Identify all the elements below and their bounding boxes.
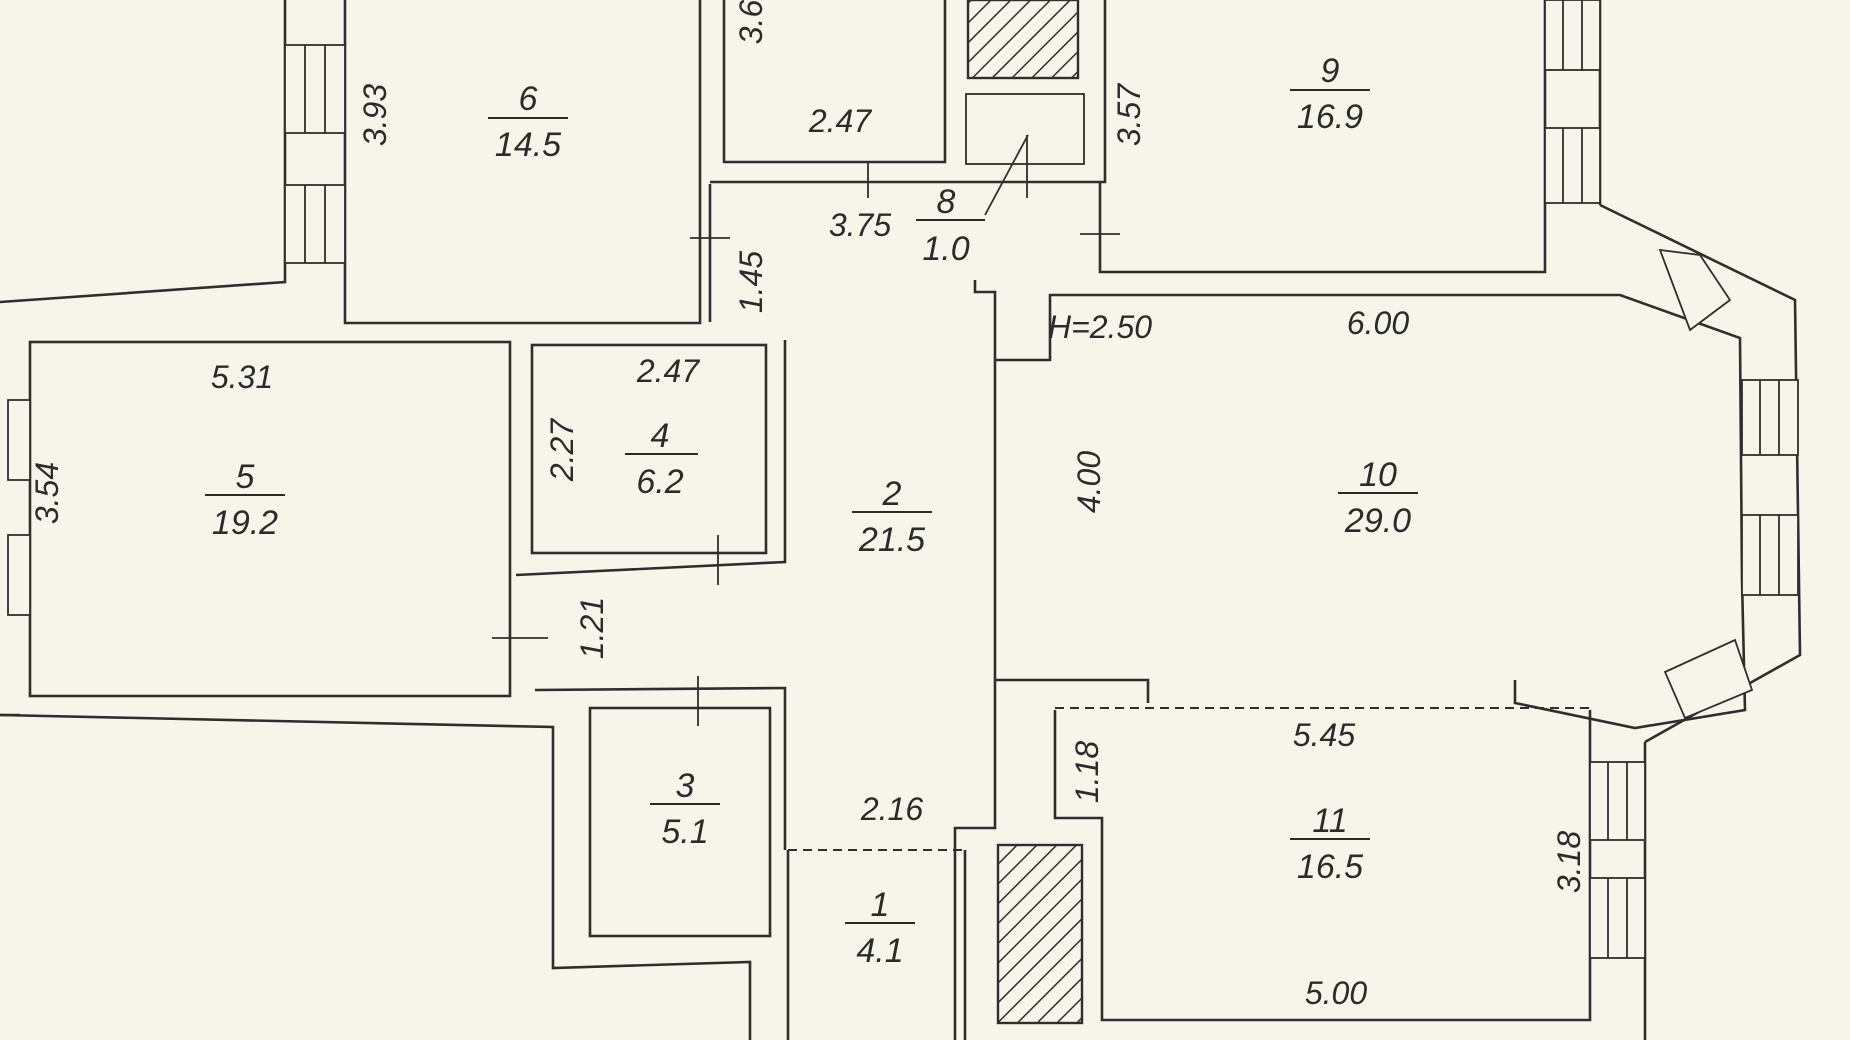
window-room-10-c bbox=[1741, 514, 1799, 596]
room-number: 9 bbox=[1321, 52, 1340, 90]
outer-wall-top-left bbox=[0, 0, 287, 304]
room-label-6: 6 14.5 bbox=[488, 80, 568, 164]
room-area: 6.2 bbox=[636, 463, 683, 501]
window-room-9-b bbox=[1544, 127, 1601, 204]
room-area: 19.2 bbox=[212, 504, 278, 542]
door-marks bbox=[492, 134, 1120, 726]
room-7-outline bbox=[722, 0, 947, 164]
dimension-label: 3.6 bbox=[733, 0, 769, 44]
window-room-10-d bbox=[1663, 638, 1754, 720]
room-number: 8 bbox=[937, 183, 956, 221]
dimension-label: 2.47 bbox=[808, 103, 872, 139]
dimension-label: 3.93 bbox=[357, 84, 393, 146]
room-area: 21.5 bbox=[858, 521, 925, 559]
room-area: 14.5 bbox=[495, 126, 561, 164]
windows bbox=[7, 0, 1799, 959]
window-room-6-b bbox=[284, 184, 346, 264]
dimension-label: 3.75 bbox=[829, 207, 891, 243]
shaft-box bbox=[965, 93, 1085, 165]
room-number: 5 bbox=[236, 458, 255, 496]
room-label-11: 11 16.5 bbox=[1290, 802, 1370, 886]
room-area: 16.9 bbox=[1297, 98, 1363, 136]
room-area: 4.1 bbox=[856, 932, 903, 970]
room-number: 4 bbox=[651, 417, 670, 455]
window-room-11-b bbox=[1589, 877, 1646, 959]
shaft-bottom bbox=[996, 843, 1084, 1025]
room-number: 1 bbox=[871, 886, 890, 924]
hall-2-right-wall bbox=[953, 280, 997, 1040]
dimension-label: 3.54 bbox=[29, 462, 65, 524]
window-room-5-b bbox=[7, 534, 31, 616]
dimension-label: 1.45 bbox=[733, 251, 769, 313]
window-room-10-b bbox=[1741, 379, 1799, 456]
dimension-label: 5.45 bbox=[1293, 717, 1355, 753]
room-number: 11 bbox=[1312, 802, 1347, 840]
room-number: 3 bbox=[676, 767, 695, 805]
dimension-label: 1.18 bbox=[1069, 741, 1105, 803]
corridor-8-top bbox=[710, 0, 1107, 184]
room-number: 2 bbox=[882, 475, 902, 513]
room-label-1: 1 4.1 bbox=[845, 886, 915, 970]
room-label-2: 2 21.5 bbox=[852, 475, 932, 559]
dimension-label: 4.00 bbox=[1071, 451, 1107, 513]
room-3-outer bbox=[0, 713, 752, 1040]
room-label-10: 10 29.0 bbox=[1338, 456, 1418, 540]
room-label-5: 5 19.2 bbox=[205, 458, 285, 542]
window-room-6-a bbox=[284, 44, 346, 134]
room-label-8: 8 1.0 bbox=[916, 183, 985, 268]
room-3-right bbox=[534, 686, 787, 850]
dimension-label: 1.21 bbox=[574, 597, 610, 659]
dimension-label: 2.16 bbox=[860, 791, 923, 827]
pointer-room-8 bbox=[984, 134, 1029, 216]
dimension-label: H=2.50 bbox=[1048, 309, 1152, 345]
room-number: 6 bbox=[519, 80, 538, 118]
room-area: 16.5 bbox=[1297, 848, 1363, 886]
room-4-outline bbox=[530, 343, 768, 555]
room-3-outline bbox=[588, 706, 772, 938]
window-room-11-a bbox=[1589, 761, 1646, 841]
outer-wall-left-far bbox=[343, 0, 702, 325]
room-label-4: 4 6.2 bbox=[625, 417, 698, 501]
dimension-labels: 3.93 3.6 2.47 3.57 3.75 1.45 H=2.50 6.00… bbox=[29, 0, 1587, 1011]
dimension-label: 2.47 bbox=[636, 353, 700, 389]
window-room-5-a bbox=[7, 399, 31, 481]
room-10-outline bbox=[995, 293, 1747, 730]
room-label-3: 3 5.1 bbox=[650, 767, 720, 851]
room-area: 29.0 bbox=[1344, 502, 1411, 540]
room-number: 10 bbox=[1359, 456, 1397, 494]
dimension-label: 2.27 bbox=[544, 418, 580, 482]
room-label-9: 9 16.9 bbox=[1290, 52, 1370, 136]
room-area: 5.1 bbox=[661, 813, 708, 851]
dimension-label: 5.00 bbox=[1305, 975, 1367, 1011]
room-area: 1.0 bbox=[922, 230, 969, 268]
shaft-top bbox=[966, 0, 1080, 80]
room-labels: 6 14.5 9 16.9 8 1.0 5 19.2 4 6.2 2 21.5 bbox=[205, 52, 1418, 970]
room-5-outline bbox=[28, 340, 512, 698]
window-room-9-a bbox=[1544, 0, 1601, 71]
dimension-label: 5.31 bbox=[211, 359, 273, 395]
dimension-label: 3.57 bbox=[1111, 83, 1147, 146]
room-11-outline bbox=[1053, 710, 1592, 1022]
dimension-label: 3.18 bbox=[1551, 831, 1587, 893]
dimension-label: 6.00 bbox=[1347, 305, 1409, 341]
window-room-10-a bbox=[1658, 248, 1732, 332]
room-10-lower-left bbox=[995, 678, 1150, 703]
room-9-outline bbox=[1098, 0, 1547, 274]
room-4-outer bbox=[515, 340, 787, 577]
